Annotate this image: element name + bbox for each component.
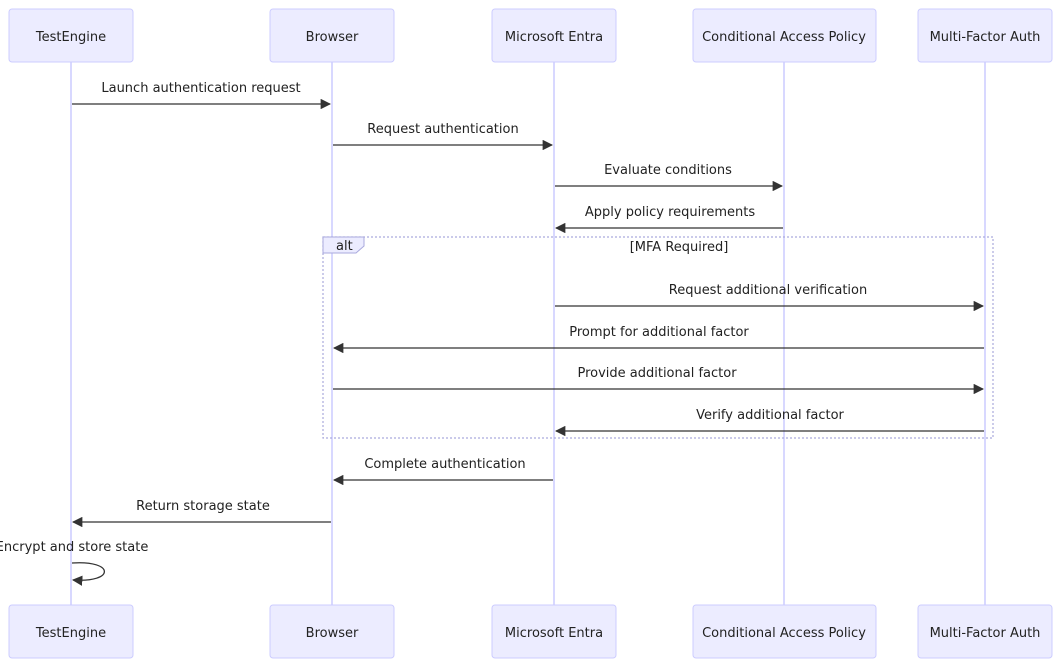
message-label: Provide additional factor — [577, 366, 737, 381]
actor-label: Multi-Factor Auth — [930, 30, 1041, 45]
message-label: Verify additional factor — [696, 408, 844, 423]
message-request-additional-verification: Request additional verification — [555, 283, 985, 312]
actor-multi-factor-auth-bottom: Multi-Factor Auth — [917, 604, 1053, 659]
actor-label: Multi-Factor Auth — [930, 626, 1041, 641]
actor-testengine-bottom: TestEngine — [8, 604, 134, 659]
message-label: Request authentication — [367, 122, 518, 137]
actor-label: Browser — [306, 30, 359, 45]
message-launch-authentication-request: Launch authentication request — [72, 81, 332, 110]
actor-label: Microsoft Entra — [505, 30, 603, 45]
actor-label: Conditional Access Policy — [702, 626, 866, 641]
message-label: Launch authentication request — [101, 81, 300, 96]
actor-label: TestEngine — [35, 30, 106, 45]
message-label: Prompt for additional factor — [569, 325, 749, 340]
message-label: Complete authentication — [364, 457, 525, 472]
alt-tab — [322, 236, 365, 254]
message-label: Request additional verification — [669, 283, 868, 298]
actor-testengine-top: TestEngine — [8, 8, 134, 63]
message-return-storage-state: Return storage state — [71, 499, 331, 528]
actors-bottom: TestEngine Browser Microsoft Entra Condi… — [8, 604, 1053, 659]
actors-top: TestEngine Browser Microsoft Entra Condi… — [8, 8, 1053, 63]
message-request-authentication: Request authentication — [333, 122, 554, 151]
actor-multi-factor-auth-top: Multi-Factor Auth — [917, 8, 1053, 63]
actor-label: TestEngine — [35, 626, 106, 641]
message-prompt-for-additional-factor: Prompt for additional factor — [332, 325, 984, 354]
actor-conditional-access-policy-bottom: Conditional Access Policy — [692, 604, 877, 659]
self-message-arrow — [71, 562, 105, 586]
actor-conditional-access-policy-top: Conditional Access Policy — [692, 8, 877, 63]
message-label: Return storage state — [136, 499, 270, 514]
message-label: Evaluate conditions — [604, 163, 732, 178]
message-apply-policy-requirements: Apply policy requirements — [554, 205, 783, 234]
messages: Launch authentication request Request au… — [0, 81, 985, 586]
message-label: Encrypt and store state — [0, 540, 148, 555]
message-verify-additional-factor: Verify additional factor — [554, 408, 984, 437]
message-complete-authentication: Complete authentication — [332, 457, 553, 486]
alt-frame — [322, 236, 994, 439]
message-provide-additional-factor: Provide additional factor — [333, 366, 985, 395]
alt-condition: [MFA Required] — [630, 240, 729, 255]
actor-microsoft-entra-top: Microsoft Entra — [491, 8, 617, 63]
actor-label: Conditional Access Policy — [702, 30, 866, 45]
actor-label: Browser — [306, 626, 359, 641]
message-evaluate-conditions: Evaluate conditions — [555, 163, 784, 192]
actor-browser-bottom: Browser — [269, 604, 395, 659]
lifelines — [70, 62, 986, 605]
alt-label: alt — [336, 239, 353, 254]
actor-browser-top: Browser — [269, 8, 395, 63]
actor-label: Microsoft Entra — [505, 626, 603, 641]
alt-fragment: alt [MFA Required] — [322, 236, 994, 439]
message-label: Apply policy requirements — [585, 205, 755, 220]
message-encrypt-and-store-state: Encrypt and store state — [0, 540, 148, 586]
actor-microsoft-entra-bottom: Microsoft Entra — [491, 604, 617, 659]
